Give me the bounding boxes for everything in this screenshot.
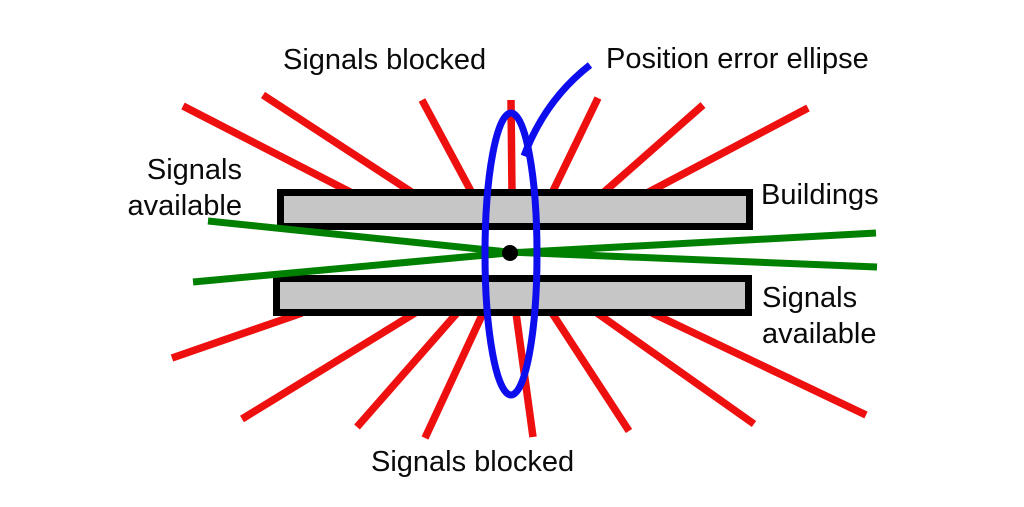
receiver-position-dot xyxy=(502,245,518,261)
label-signals-available-right: Signals available xyxy=(762,280,876,352)
position-error-ellipse xyxy=(481,109,541,399)
label-signals-available-left-line1: Signals xyxy=(146,154,242,186)
label-position-error-ellipse: Position error ellipse xyxy=(606,43,869,75)
blocked-signal-ray xyxy=(650,309,868,419)
blocked-signal-ray xyxy=(645,104,810,197)
blocked-signal-ray xyxy=(240,309,417,423)
blocked-signal-ray xyxy=(260,91,416,197)
blocked-signal-ray xyxy=(181,102,354,197)
blocked-signal-ray xyxy=(170,309,304,362)
label-signals-available-left-line2: available xyxy=(127,190,242,222)
label-signals-available-left: Signals available xyxy=(128,152,242,224)
building-rect xyxy=(277,189,753,230)
blocked-signal-ray xyxy=(548,96,602,195)
blocked-signal-ray xyxy=(600,102,706,196)
label-buildings: Buildings xyxy=(761,179,879,211)
blocked-signal-ray xyxy=(594,309,757,428)
building-rect xyxy=(273,275,752,316)
label-signals-available-right-line1: Signals xyxy=(762,282,858,314)
blocked-signal-ray xyxy=(354,310,460,430)
blocked-signal-ray xyxy=(548,310,633,434)
label-signals-blocked-bottom: Signals blocked xyxy=(371,446,575,478)
label-signals-available-right-line2: available xyxy=(762,318,877,350)
label-signals-blocked-top: Signals blocked xyxy=(283,44,487,76)
ellipse-leader-line xyxy=(520,62,593,158)
blocked-signal-ray xyxy=(421,311,487,440)
blocked-signal-ray xyxy=(418,98,476,195)
